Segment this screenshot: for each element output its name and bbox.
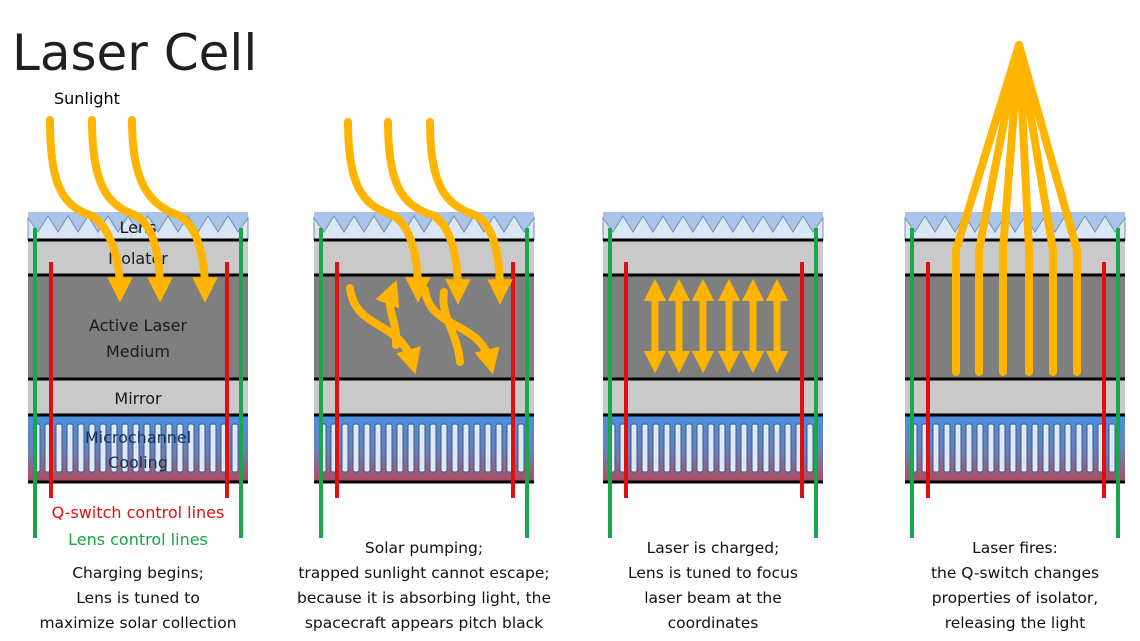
caption-3-line-3: laser beam at the [644,589,782,607]
lens-layer [313,212,535,241]
microchannel-fins [33,423,239,473]
caption-2-line-1: Solar pumping; [365,539,483,557]
caption-2-line-3: because it is absorbing light, the [297,589,551,607]
caption-3-line-1: Laser is charged; [647,539,780,557]
caption-4-line-2: the Q-switch changes [931,564,1099,582]
microchannel-fins [910,423,1116,473]
caption-1-line-2: Lens is tuned to [76,589,200,607]
caption-3-line-4: coordinates [668,614,759,632]
caption-2-line-2: trapped sunlight cannot escape; [298,564,549,582]
isolator-layer [603,240,823,275]
mirror-layer [905,379,1125,415]
layer-label-cooling: Cooling [108,453,168,472]
layer-label-active-2: Medium [106,342,170,361]
lens-layer [904,212,1126,241]
q-switch-legend: Q-switch control lines [52,503,225,522]
panel-4-cell [904,212,1126,538]
active-medium-layer [603,275,823,379]
caption-1-line-3: maximize solar collection [39,614,236,632]
panel-2-cell [313,212,535,538]
caption-1-line-1: Charging begins; [72,564,204,582]
layer-label-active-1: Active Laser [89,316,187,335]
isolator-layer [905,240,1125,275]
layer-label-microchannel: Microchannel [85,428,191,447]
caption-4-line-1: Laser fires: [972,539,1058,557]
mirror-layer [603,379,823,415]
layer-label-mirror: Mirror [114,389,162,408]
caption-3-line-2: Lens is tuned to focus [628,564,798,582]
sunlight-label: Sunlight [54,89,120,108]
active-medium-layer [905,275,1125,379]
isolator-layer [28,240,248,275]
diagram-title: Laser Cell [12,24,257,82]
trapped-sunlight-arrows [344,118,513,375]
caption-4-line-4: releasing the light [945,614,1086,632]
laser-beam-rays [952,41,1081,376]
lens-layer [602,212,824,241]
caption-4-line-3: properties of isolator, [932,589,1098,607]
oscillation-arrows [643,278,789,374]
mirror-layer [28,379,248,415]
panel-3-cell [602,212,824,538]
caption-2-line-4: spacecraft appears pitch black [305,614,543,632]
mirror-layer [314,379,534,415]
panel-1-cell [27,212,249,538]
lens-control-legend: Lens control lines [68,530,208,549]
microchannel-fins [319,423,525,473]
sunlight-arrows-1 [46,116,218,303]
